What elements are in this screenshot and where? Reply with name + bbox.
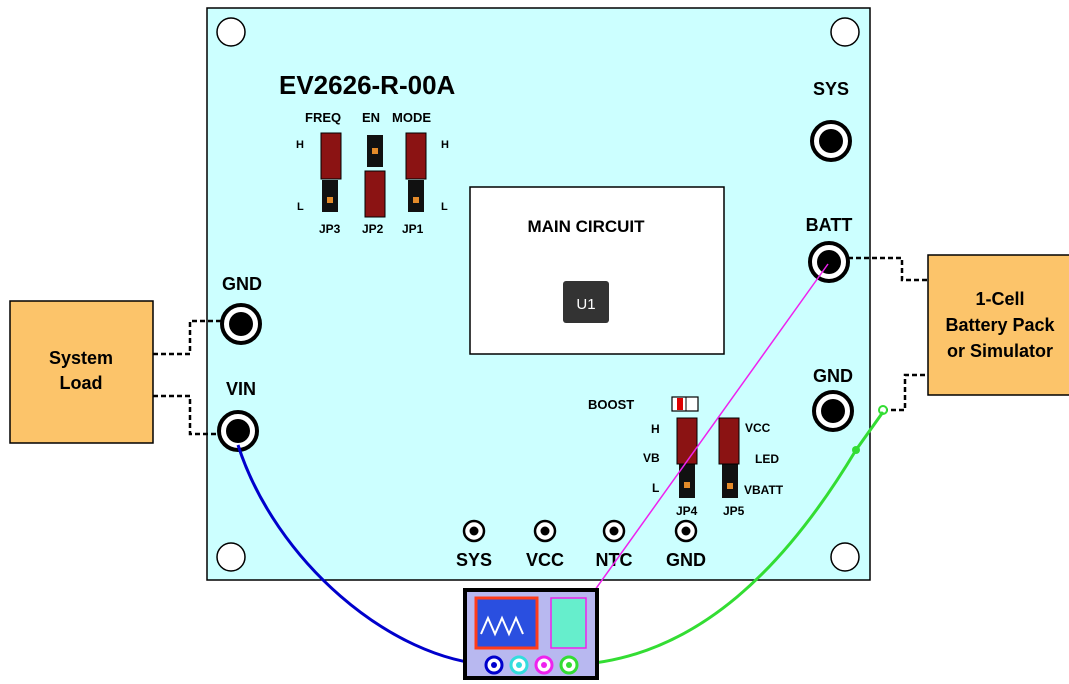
waveform-icon — [480, 615, 524, 637]
chip-u1 — [563, 281, 609, 323]
system-load-label-line1: System — [49, 348, 113, 368]
probe-lead-green-dot — [852, 446, 860, 454]
gnd-left-terminal-label: GND — [222, 274, 262, 294]
probe-input-4[interactable] — [559, 655, 579, 675]
test-point-vcc-label: VCC — [526, 550, 564, 570]
battery-pack-box — [927, 254, 1069, 396]
jp4-label: JP4 — [676, 504, 698, 518]
jp5-label: JP5 — [723, 504, 745, 518]
mounting-hole-top-right — [830, 17, 860, 47]
sys-terminal[interactable] — [810, 120, 852, 162]
jp4-h-label: H — [651, 422, 660, 436]
wire-batt-to-pack — [848, 256, 928, 282]
battery-pack-label-line3: or Simulator — [947, 341, 1053, 361]
battery-pack-label-line1: 1-Cell — [975, 289, 1024, 309]
jp-top-l-right: L — [441, 201, 448, 213]
system-load-box — [9, 300, 154, 444]
batt-terminal[interactable] — [808, 241, 850, 283]
jp1-label: JP1 — [402, 222, 424, 236]
sys-terminal-label: SYS — [813, 79, 849, 99]
jp5-vbatt-label: VBATT — [744, 483, 784, 497]
jp3-label: JP3 — [319, 222, 341, 236]
probe-input-1[interactable] — [484, 655, 504, 675]
scope-screen-2 — [550, 597, 587, 649]
jumper-jp3[interactable] — [320, 132, 342, 212]
wire-load-to-vin — [153, 394, 219, 436]
jp4-l-label: L — [652, 481, 659, 495]
boost-led — [671, 396, 699, 412]
probe-lead-blue — [236, 444, 493, 667]
mode-label: MODE — [392, 110, 431, 125]
test-point-ntc[interactable] — [602, 519, 626, 543]
batt-terminal-label: BATT — [806, 215, 853, 235]
test-point-gnd[interactable] — [674, 519, 698, 543]
jumper-jp2[interactable] — [364, 135, 386, 218]
test-point-sys[interactable] — [462, 519, 486, 543]
probe-input-2[interactable] — [509, 655, 529, 675]
main-circuit-box — [469, 186, 725, 355]
gnd-left-terminal[interactable] — [220, 303, 262, 345]
mounting-hole-bottom-left — [216, 542, 246, 572]
board-title: EV2626-R-00A — [279, 70, 456, 100]
gnd-right-terminal-label: GND — [813, 366, 853, 386]
jp-top-h-left: H — [296, 139, 304, 151]
probe-input-3[interactable] — [534, 655, 554, 675]
en-label: EN — [362, 110, 380, 125]
jp2-label: JP2 — [362, 222, 384, 236]
test-point-gnd-label: GND — [666, 550, 706, 570]
jp5-vcc-label: VCC — [745, 421, 771, 435]
jp-top-h-right: H — [441, 139, 449, 151]
jp4-vb-label: VB — [643, 451, 660, 465]
vin-terminal-label: VIN — [226, 379, 256, 399]
system-load-label-line2: Load — [60, 373, 103, 393]
mounting-hole-top-left — [216, 17, 246, 47]
test-point-vcc[interactable] — [533, 519, 557, 543]
wire-gnd-to-pack — [883, 373, 928, 412]
mounting-hole-bottom-right — [830, 542, 860, 572]
main-circuit-label: MAIN CIRCUIT — [527, 217, 645, 236]
jp5-led-label: LED — [755, 452, 779, 466]
jumper-jp1[interactable] — [405, 132, 427, 212]
vin-terminal[interactable] — [217, 410, 259, 452]
boost-label: BOOST — [588, 397, 634, 412]
wire-load-to-gnd — [153, 319, 222, 356]
jumper-jp5[interactable] — [718, 417, 740, 498]
test-point-sys-label: SYS — [456, 550, 492, 570]
test-point-ntc-label: NTC — [596, 550, 633, 570]
gnd-right-terminal[interactable] — [812, 390, 854, 432]
probe-lead-green — [570, 411, 885, 667]
battery-pack-label-line2: Battery Pack — [945, 315, 1055, 335]
chip-u1-label: U1 — [576, 296, 595, 313]
jumper-jp4[interactable] — [676, 417, 698, 498]
freq-label: FREQ — [305, 110, 341, 125]
jp-top-l-left: L — [297, 201, 304, 213]
